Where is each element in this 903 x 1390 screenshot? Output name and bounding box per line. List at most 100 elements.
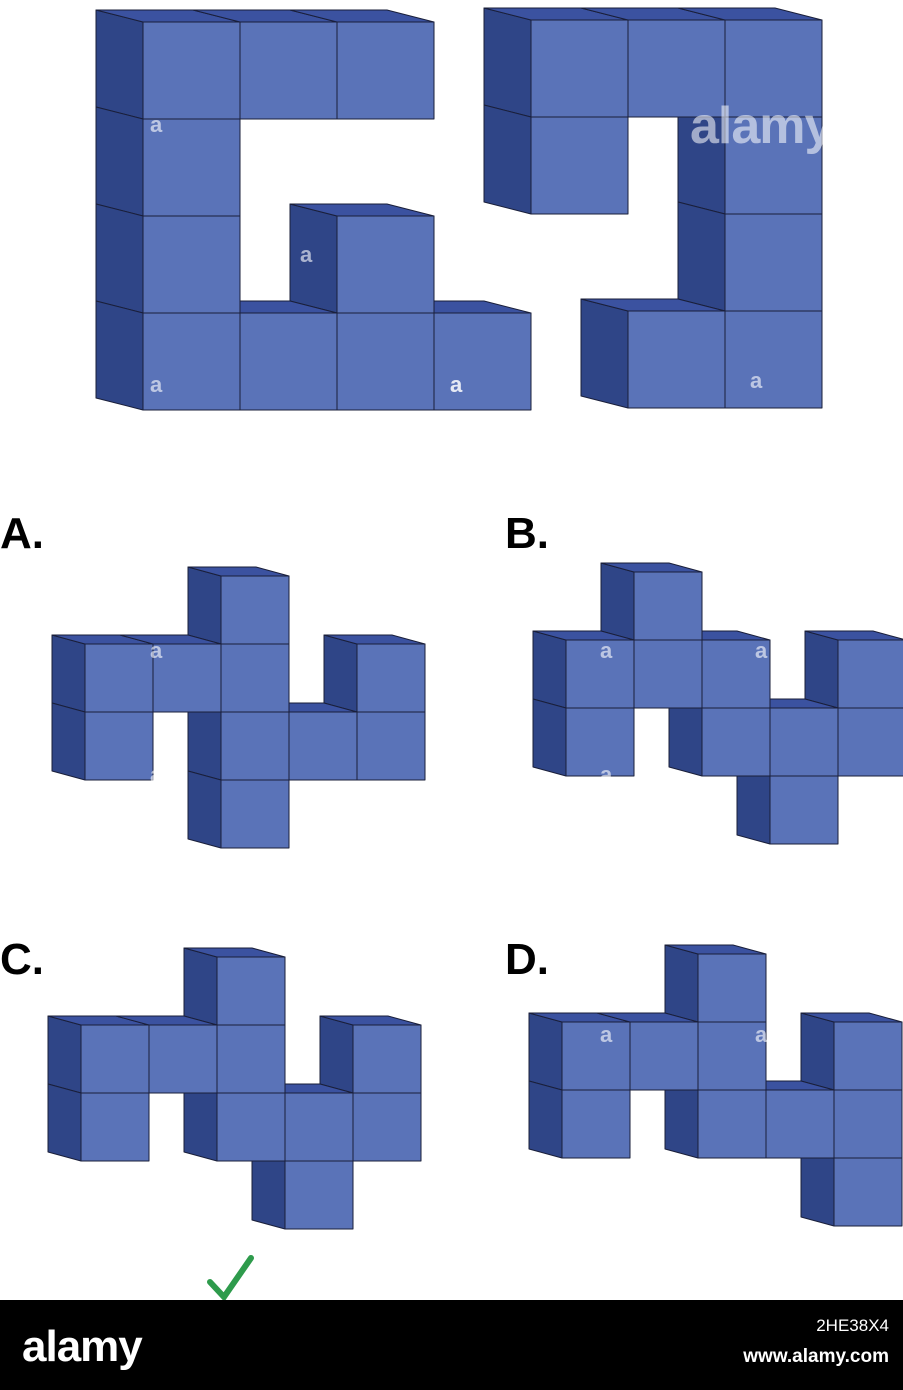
watermark-glyph: a (600, 1022, 613, 1047)
cube-front-face (633, 571, 703, 641)
cube-side-face (95, 106, 144, 217)
cube-side-face (800, 1148, 835, 1227)
cube-front-face (284, 1092, 354, 1162)
cube-side-face (95, 300, 144, 411)
cube-front-face (833, 1157, 903, 1227)
cube-side-face (580, 298, 629, 409)
cube-front-face (336, 215, 435, 314)
cube-front-face (220, 711, 290, 781)
watermark-glyph: a (755, 1022, 768, 1047)
cube-side-face (323, 634, 358, 713)
option-d-shape (528, 944, 903, 1227)
cube-front-face (833, 1021, 903, 1091)
cube-front-face (352, 1092, 422, 1162)
cube-side-face (47, 1083, 82, 1162)
cube-front-face (220, 779, 290, 849)
footer-image-id: 2HE38X4 (816, 1316, 889, 1335)
cube-front-face (284, 1160, 354, 1230)
cube-front-face (239, 21, 338, 120)
cube-side-face (804, 630, 839, 709)
watermark-glyph: a (150, 762, 163, 787)
option-c-label[interactable]: C. (0, 935, 44, 984)
footer-brand: alamy (22, 1322, 143, 1371)
cube-front-face (530, 116, 629, 215)
cube-front-face (561, 1021, 631, 1091)
option-c-shape (47, 947, 422, 1230)
cube-side-face (95, 203, 144, 314)
footer-bar: alamy 2HE38X4 www.alamy.com (0, 1300, 903, 1390)
cube-front-face (769, 707, 839, 777)
cube-front-face (220, 643, 290, 713)
cube-side-face (187, 566, 222, 645)
cube-side-face (736, 766, 771, 845)
cube-front-face (84, 711, 154, 781)
cube-front-face (765, 1089, 835, 1159)
cube-front-face (288, 711, 358, 781)
cube-side-face (600, 562, 635, 641)
cube-side-face (183, 947, 218, 1026)
cube-front-face (697, 953, 767, 1023)
cube-front-face (80, 1024, 150, 1094)
checkmark-icon (207, 1255, 254, 1300)
reference-piece-right (483, 7, 823, 409)
cube-front-face (148, 1024, 218, 1094)
watermark-glyph: a (150, 112, 163, 137)
watermark-glyph: a (450, 372, 463, 397)
cube-front-face (629, 1021, 699, 1091)
watermark-text: alamy (690, 97, 833, 155)
cube-front-face (530, 19, 629, 118)
cube-front-face (142, 215, 241, 314)
option-a-label[interactable]: A. (0, 509, 44, 558)
footer-url: www.alamy.com (743, 1346, 889, 1367)
cube-side-face (528, 1080, 563, 1159)
watermark-glyph: a (150, 1140, 163, 1165)
cube-front-face (724, 213, 823, 312)
cube-side-face (664, 1080, 699, 1159)
cube-front-face (80, 1092, 150, 1162)
watermark-glyph: a (750, 368, 763, 393)
cube-front-face (837, 707, 903, 777)
watermark-glyph: a (600, 638, 613, 663)
cube-side-face (483, 104, 532, 215)
cube-front-face (697, 1089, 767, 1159)
cube-front-face (356, 711, 426, 781)
reference-piece-left (95, 9, 532, 411)
cube-front-face (356, 643, 426, 713)
cube-side-face (319, 1015, 354, 1094)
watermark-glyph: a (450, 372, 463, 397)
cube-front-face (633, 639, 703, 709)
option-b-label[interactable]: B. (505, 509, 549, 558)
cube-side-face (289, 203, 338, 314)
cube-side-face (183, 1083, 218, 1162)
cube-front-face (565, 707, 635, 777)
cube-front-face (433, 312, 532, 411)
cube-side-face (677, 201, 726, 312)
cube-side-face (483, 7, 532, 118)
cube-front-face (216, 1092, 286, 1162)
cube-side-face (51, 634, 86, 713)
cube-side-face (532, 630, 567, 709)
cube-side-face (532, 698, 567, 777)
cube-front-face (239, 312, 338, 411)
cube-front-face (837, 639, 903, 709)
option-d-label[interactable]: D. (505, 935, 549, 984)
cube-front-face (336, 312, 435, 411)
cube-side-face (664, 944, 699, 1023)
cube-side-face (187, 770, 222, 849)
cube-front-face (84, 643, 154, 713)
cube-front-face (152, 643, 222, 713)
cube-front-face (336, 21, 435, 120)
cube-front-face (701, 707, 771, 777)
cube-front-face (142, 21, 241, 120)
cube-side-face (47, 1015, 82, 1094)
cube-side-face (668, 698, 703, 777)
cube-front-face (627, 310, 726, 409)
watermark-glyph: a (300, 242, 313, 267)
cube-front-face (769, 775, 839, 845)
watermark-glyph: a (150, 372, 163, 397)
watermark-glyph: a (300, 1022, 313, 1047)
watermark-glyph: a (600, 762, 613, 787)
cube-side-face (251, 1151, 286, 1230)
cube-side-face (95, 9, 144, 120)
